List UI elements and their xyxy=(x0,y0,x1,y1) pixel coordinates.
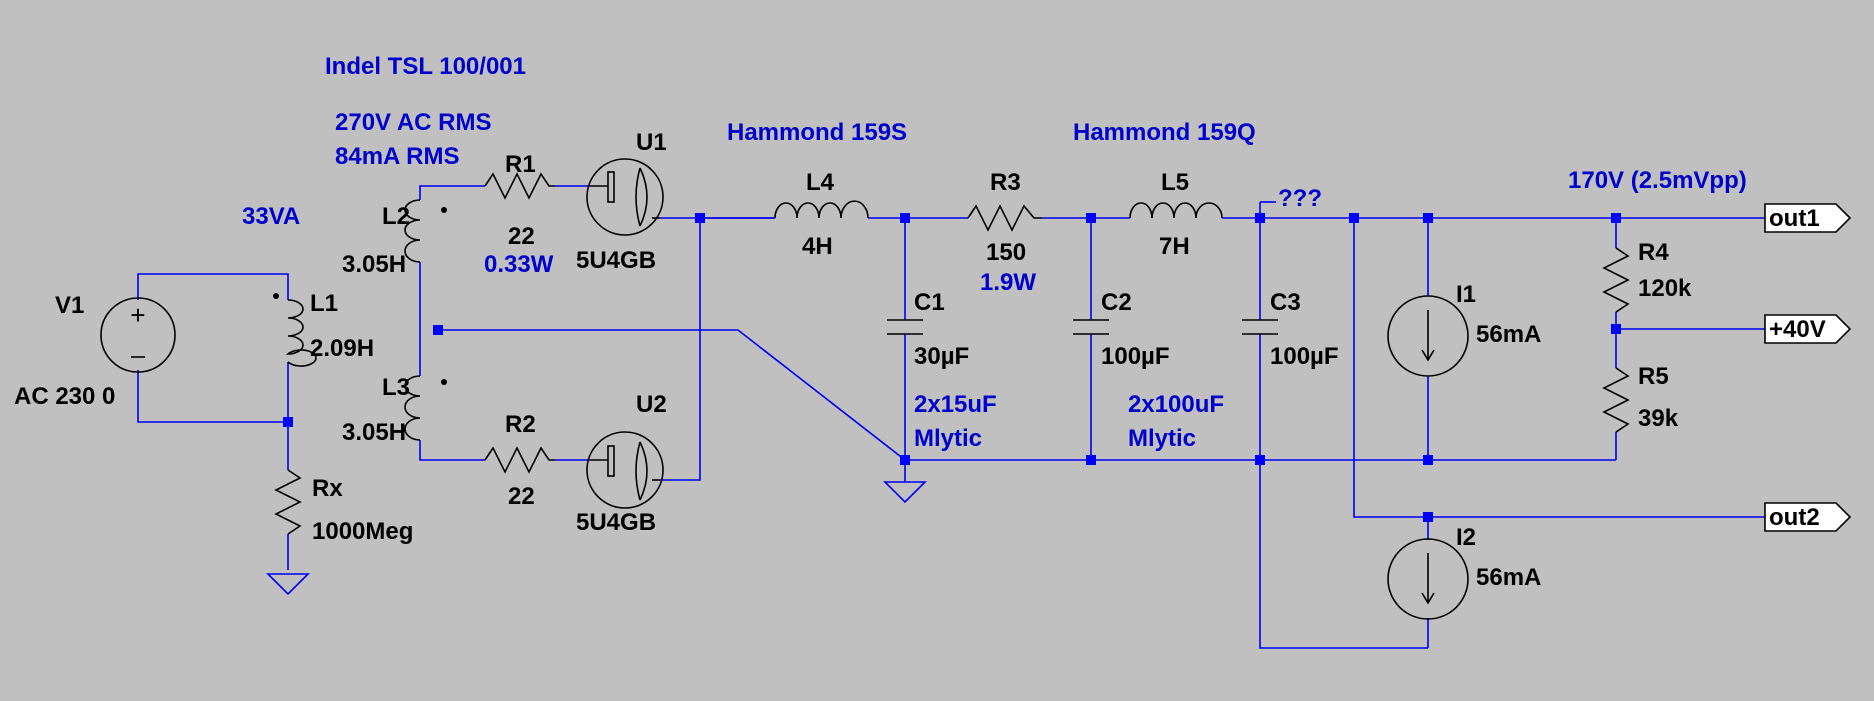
c2-symbol xyxy=(1073,319,1109,335)
r5-symbol xyxy=(1602,367,1630,433)
l2-symbol xyxy=(404,199,447,263)
rx-ground-symbol xyxy=(266,573,310,596)
choke1-annotation: Hammond 159S xyxy=(727,119,907,146)
component-labels: V1 AC 230 0 L1 2.09H L2 3.05H L3 3.05H R… xyxy=(14,129,1692,591)
out2-port-label: out2 xyxy=(1769,504,1820,531)
v1-value: AC 230 0 xyxy=(14,383,115,410)
out1-port: out1 xyxy=(1764,203,1852,233)
output-voltage-annotation: 170V (2.5mVpp) xyxy=(1568,167,1747,194)
out2-port: out2 xyxy=(1764,502,1852,532)
l1-value: 2.09H xyxy=(310,335,374,362)
transformer-annotation: Indel TSL 100/001 xyxy=(325,53,526,80)
r5-name: R5 xyxy=(1638,363,1669,390)
c1-symbol xyxy=(887,319,923,335)
c2-note1-annotation: 2x100uF xyxy=(1128,391,1224,418)
r4-symbol xyxy=(1602,247,1630,313)
i1-name: I1 xyxy=(1456,281,1476,308)
i2-value: 56mA xyxy=(1476,564,1541,591)
c3-name: C3 xyxy=(1270,289,1301,316)
i1-symbol xyxy=(1387,295,1469,377)
out1-port-label: out1 xyxy=(1769,205,1820,232)
u2-symbol xyxy=(586,431,664,509)
r2-symbol xyxy=(484,446,555,474)
c2-value: 100µF xyxy=(1101,343,1170,370)
junctions xyxy=(283,213,1621,522)
plus40v-port: +40V xyxy=(1764,314,1852,344)
r3-power-annotation: 1.9W xyxy=(980,269,1036,296)
l1-name: L1 xyxy=(310,290,338,317)
r4-name: R4 xyxy=(1638,239,1669,266)
l3-value: 3.05H xyxy=(342,419,406,446)
choke2-annotation: Hammond 159Q xyxy=(1073,119,1256,146)
rx-value: 1000Meg xyxy=(312,518,413,545)
l3-name: L3 xyxy=(382,374,410,401)
r3-symbol xyxy=(967,204,1042,232)
l5-value: 7H xyxy=(1159,233,1190,260)
secondary-current-annotation: 84mA RMS xyxy=(335,143,459,170)
l5-name: L5 xyxy=(1161,169,1189,196)
u2-value: 5U4GB xyxy=(576,509,656,536)
c1-ground-symbol xyxy=(883,481,927,504)
rx-symbol xyxy=(274,469,302,535)
i2-name: I2 xyxy=(1456,524,1476,551)
l4-name: L4 xyxy=(806,169,835,196)
v1-name: V1 xyxy=(55,292,84,319)
c1-note1-annotation: 2x15uF xyxy=(914,391,997,418)
r4-value: 120k xyxy=(1638,275,1692,302)
c3-value: 100µF xyxy=(1270,343,1339,370)
r1-symbol xyxy=(484,172,555,200)
i1-value: 56mA xyxy=(1476,321,1541,348)
power-annotation: 33VA xyxy=(242,203,300,230)
u1-name: U1 xyxy=(636,129,667,156)
r3-name: R3 xyxy=(990,169,1021,196)
l1-symbol xyxy=(273,293,317,367)
unknown-annotation: ??? xyxy=(1278,185,1322,212)
r5-value: 39k xyxy=(1638,405,1679,432)
r2-name: R2 xyxy=(505,411,536,438)
i2-symbol xyxy=(1387,538,1469,620)
l5-symbol xyxy=(1129,202,1223,219)
l2-value: 3.05H xyxy=(342,251,406,278)
c1-note2-annotation: Mlytic xyxy=(914,425,982,452)
u1-symbol xyxy=(586,158,664,236)
r1-name: R1 xyxy=(505,151,536,178)
l4-symbol xyxy=(774,200,869,219)
c2-note2-annotation: Mlytic xyxy=(1128,425,1196,452)
c3-symbol xyxy=(1242,319,1278,335)
u1-value: 5U4GB xyxy=(576,247,656,274)
c1-name: C1 xyxy=(914,289,945,316)
annotations: Indel TSL 100/001 270V AC RMS 84mA RMS 3… xyxy=(242,53,1747,452)
l3-symbol xyxy=(404,375,447,441)
r2-value: 22 xyxy=(508,483,535,510)
v1-symbol: + xyxy=(100,297,176,373)
l2-name: L2 xyxy=(382,203,410,230)
r1-value: 22 xyxy=(508,223,535,250)
l4-value: 4H xyxy=(802,233,833,260)
c2-name: C2 xyxy=(1101,289,1132,316)
wires xyxy=(137,185,1765,649)
r1-power-annotation: 0.33W xyxy=(484,251,554,278)
u2-name: U2 xyxy=(636,391,667,418)
c1-value: 30µF xyxy=(914,343,969,370)
plus40v-port-label: +40V xyxy=(1769,316,1826,343)
svg-text:+: + xyxy=(130,300,145,330)
secondary-voltage-annotation: 270V AC RMS xyxy=(335,109,492,136)
rx-name: Rx xyxy=(312,475,343,502)
r3-value: 150 xyxy=(986,239,1026,266)
